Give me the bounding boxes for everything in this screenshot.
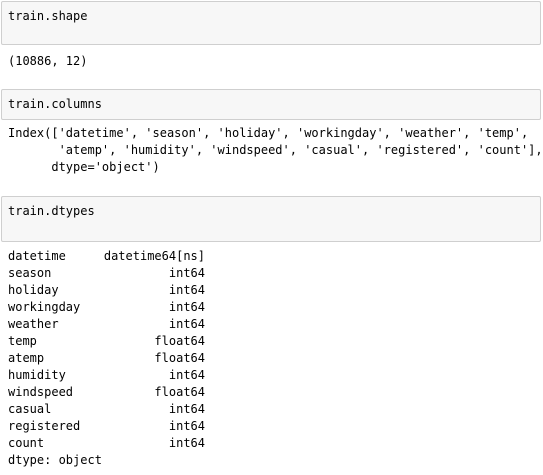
code-cell-1-code[interactable]: train.shape [8,9,88,23]
output-line: Index(['datetime', 'season', 'holiday', … [8,126,529,140]
dtype-column-name: atemp [8,351,45,365]
dtype-column-name: temp [8,334,37,348]
code-cell-2-code[interactable]: train.columns [8,97,102,111]
dtype-value: int64 [168,436,205,450]
code-cell-1-input[interactable]: train.shape [1,1,541,45]
dtype-row: registered int64 [8,418,208,435]
dtypes-output: datetime datetime64[ns] season int64 hol… [8,248,208,452]
dtype-column-name: datetime [8,249,66,263]
dtype-value: int64 [168,402,205,416]
dtype-value: int64 [168,368,205,382]
dtype-column-name: holiday [8,283,59,297]
dtype-column-name: humidity [8,368,66,382]
dtype-column-name: workingday [8,300,81,314]
dtype-row: temp float64 [8,333,208,350]
dtype-column-name: registered [8,419,81,433]
dtype-row: datetime datetime64[ns] [8,248,208,265]
code-cell-3-code[interactable]: train.dtypes [8,204,95,218]
dtype-column-name: count [8,436,45,450]
dtype-column-name: season [8,266,52,280]
dtype-row: atemp float64 [8,350,208,367]
dtype-value: float64 [154,351,205,365]
dtype-value: float64 [154,385,205,399]
output-line: 'atemp', 'humidity', 'windspeed', 'casua… [8,143,543,157]
dtype-row: humidity int64 [8,367,208,384]
dtypes-footer: dtype: object [8,453,102,467]
dtype-value: int64 [168,266,205,280]
dtype-row: count int64 [8,435,208,452]
code-cell-2-input[interactable]: train.columns [1,89,541,120]
dtype-value: datetime64[ns] [103,249,205,263]
dtype-value: int64 [168,283,205,297]
dtype-column-name: casual [8,402,52,416]
output-line: dtype='object') [8,160,160,174]
code-cell-3-input[interactable]: train.dtypes [1,196,541,242]
dtype-column-name: weather [8,317,59,331]
dtype-row: windspeed float64 [8,384,208,401]
dtype-row: weather int64 [8,316,208,333]
code-cell-1-output: (10886, 12) [8,54,88,68]
dtype-value: int64 [168,317,205,331]
dtype-column-name: windspeed [8,385,74,399]
dtype-value: int64 [168,419,205,433]
dtype-row: casual int64 [8,401,208,418]
dtype-row: holiday int64 [8,282,208,299]
dtype-value: int64 [168,300,205,314]
dtype-value: float64 [154,334,205,348]
dtype-row: season int64 [8,265,208,282]
dtype-row: workingday int64 [8,299,208,316]
